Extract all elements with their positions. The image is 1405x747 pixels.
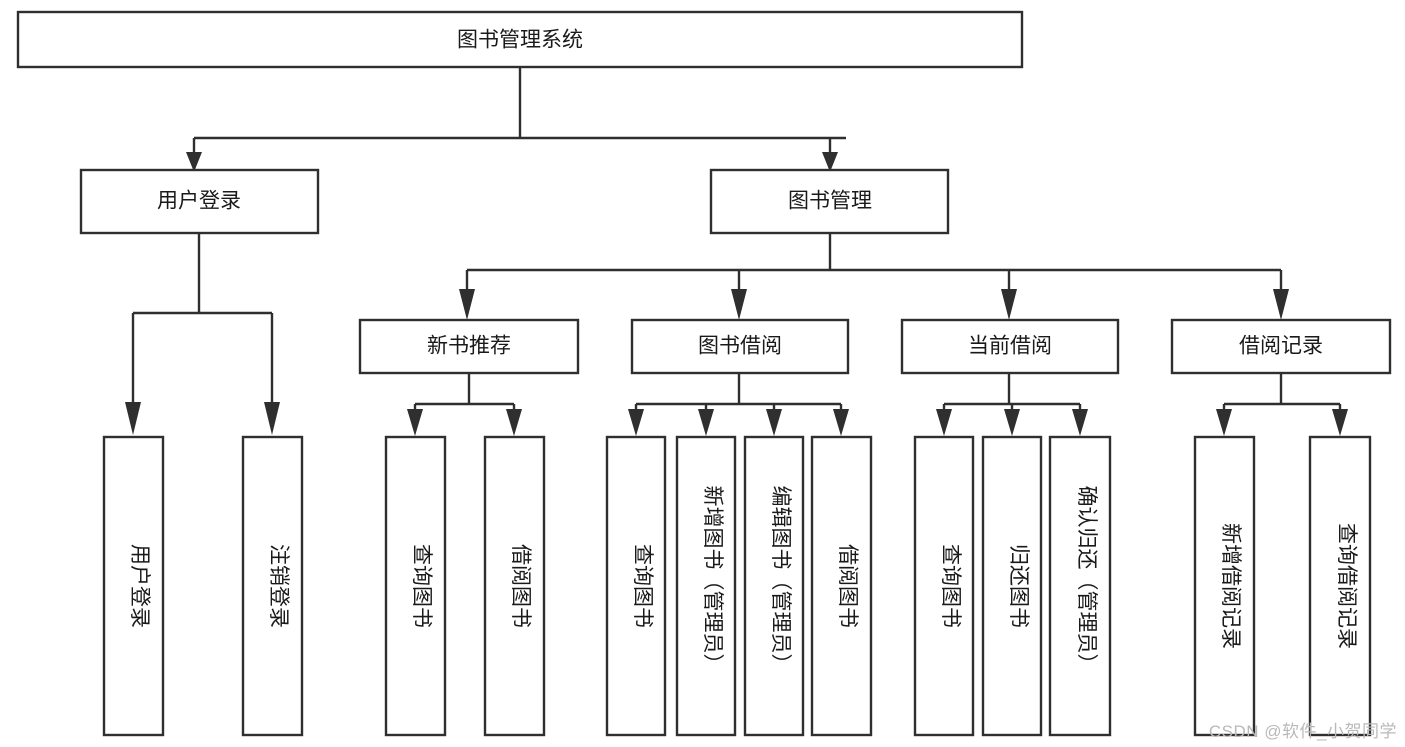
leaf-bb-borrow-book[interactable]: 借阅图书 [810,435,873,737]
arrow-to-book-manage [822,152,838,172]
arrow-bb-borrow-book [833,409,849,436]
leaf-bb-borrow-book-box[interactable] [810,435,873,737]
leaf-cb-query-book-box[interactable] [913,435,975,737]
node-new-book-recommend[interactable]: 新书推荐 [358,318,580,375]
leaf-nb-query-book[interactable]: 查询图书 [384,435,447,737]
node-borrow-record-box[interactable] [1170,318,1392,375]
leaf-bb-add-book-label: 新增图书（管理员） [701,486,724,675]
leaf-bb-edit-book-box[interactable] [743,435,805,737]
leaf-bb-query-book[interactable]: 查询图书 [605,435,667,737]
leaf-br-add-record-label: 新增借阅记录 [1219,523,1242,649]
leaf-bb-add-book[interactable]: 新增图书（管理员） [675,435,737,737]
leaf-nb-query-book-label: 查询图书 [410,544,433,628]
arrow-to-new-book [459,289,475,320]
arrow-br-add-record [1216,409,1232,436]
arrow-nb-borrow-book [506,409,522,436]
leaf-user-login-box[interactable] [102,435,165,737]
node-user-login[interactable]: 用户登录 [79,168,320,235]
leaf-logout-label: 注销登录 [267,544,290,628]
node-current-borrow[interactable]: 当前借阅 [900,318,1120,375]
arrow-leaf-logout [264,402,280,435]
node-new-book-recommend-box[interactable] [358,318,580,375]
leaf-cb-return-book-box[interactable] [981,435,1043,737]
leaf-bb-edit-book-label: 编辑图书（管理员） [769,486,792,675]
arrow-br-query-record [1332,409,1348,436]
node-book-borrow-label: 图书借阅 [698,335,782,358]
leaf-br-add-record[interactable]: 新增借阅记录 [1193,435,1256,737]
node-user-login-label: 用户登录 [157,190,241,213]
arrow-leaf-user-login [125,402,141,435]
node-borrow-record-label: 借阅记录 [1239,335,1323,358]
arrow-cb-confirm-return [1072,409,1088,436]
leaf-bb-query-book-label: 查询图书 [631,544,654,628]
node-book-borrow[interactable]: 图书借阅 [630,318,850,375]
arrow-bb-edit-book [766,409,782,436]
arrow-to-current-borrow [1001,289,1017,320]
leaf-nb-borrow-book-label: 借阅图书 [509,544,532,628]
node-book-management[interactable]: 图书管理 [709,168,950,235]
arrow-cb-return-book [1004,409,1020,436]
leaf-bb-add-book-box[interactable] [675,435,737,737]
leaf-br-query-record-label: 查询借阅记录 [1335,523,1358,649]
leaf-cb-confirm-return[interactable]: 确认归还（管理员） [1048,435,1112,737]
leaf-br-query-record[interactable]: 查询借阅记录 [1308,435,1372,737]
node-book-borrow-box[interactable] [630,318,850,375]
node-current-borrow-box[interactable] [900,318,1120,375]
node-root-book-management-system[interactable]: 图书管理系统 [16,10,1024,69]
leaf-logout[interactable]: 注销登录 [241,435,304,737]
leaf-br-add-record-box[interactable] [1193,435,1256,737]
arrow-cb-query-book [936,409,952,436]
leaf-cb-query-book[interactable]: 查询图书 [913,435,975,737]
leaf-nb-borrow-book-box[interactable] [483,435,546,737]
arrow-to-borrow-record [1273,289,1289,320]
node-book-management-label: 图书管理 [788,190,872,213]
node-current-borrow-label: 当前借阅 [968,335,1052,358]
leaf-user-login-label: 用户登录 [128,544,151,628]
node-root-box[interactable] [16,10,1024,69]
leaf-bb-edit-book[interactable]: 编辑图书（管理员） [743,435,805,737]
leaf-br-query-record-box[interactable] [1308,435,1372,737]
arrow-to-book-borrow [731,289,747,320]
leaf-cb-confirm-return-box[interactable] [1048,435,1112,737]
node-root-label: 图书管理系统 [457,29,583,52]
node-book-management-box[interactable] [709,168,950,235]
leaf-bb-borrow-book-label: 借阅图书 [836,544,859,628]
leaf-user-login[interactable]: 用户登录 [102,435,165,737]
arrow-bb-add-book [698,409,714,436]
leaf-nb-query-book-box[interactable] [384,435,447,737]
node-new-book-recommend-label: 新书推荐 [427,335,511,358]
arrow-nb-query-book [407,409,423,436]
leaf-logout-box[interactable] [241,435,304,737]
leaf-nb-borrow-book[interactable]: 借阅图书 [483,435,546,737]
leaf-cb-return-book-label: 归还图书 [1007,544,1030,628]
arrow-to-user-login [186,152,202,172]
node-user-login-box[interactable] [79,168,320,235]
leaf-cb-return-book[interactable]: 归还图书 [981,435,1043,737]
leaf-cb-query-book-label: 查询图书 [939,544,962,628]
leaf-cb-confirm-return-label: 确认归还（管理员） [1075,486,1098,675]
leaf-bb-query-book-box[interactable] [605,435,667,737]
node-borrow-record[interactable]: 借阅记录 [1170,318,1392,375]
connector-group [125,67,1348,436]
arrow-bb-query-book [628,409,644,436]
